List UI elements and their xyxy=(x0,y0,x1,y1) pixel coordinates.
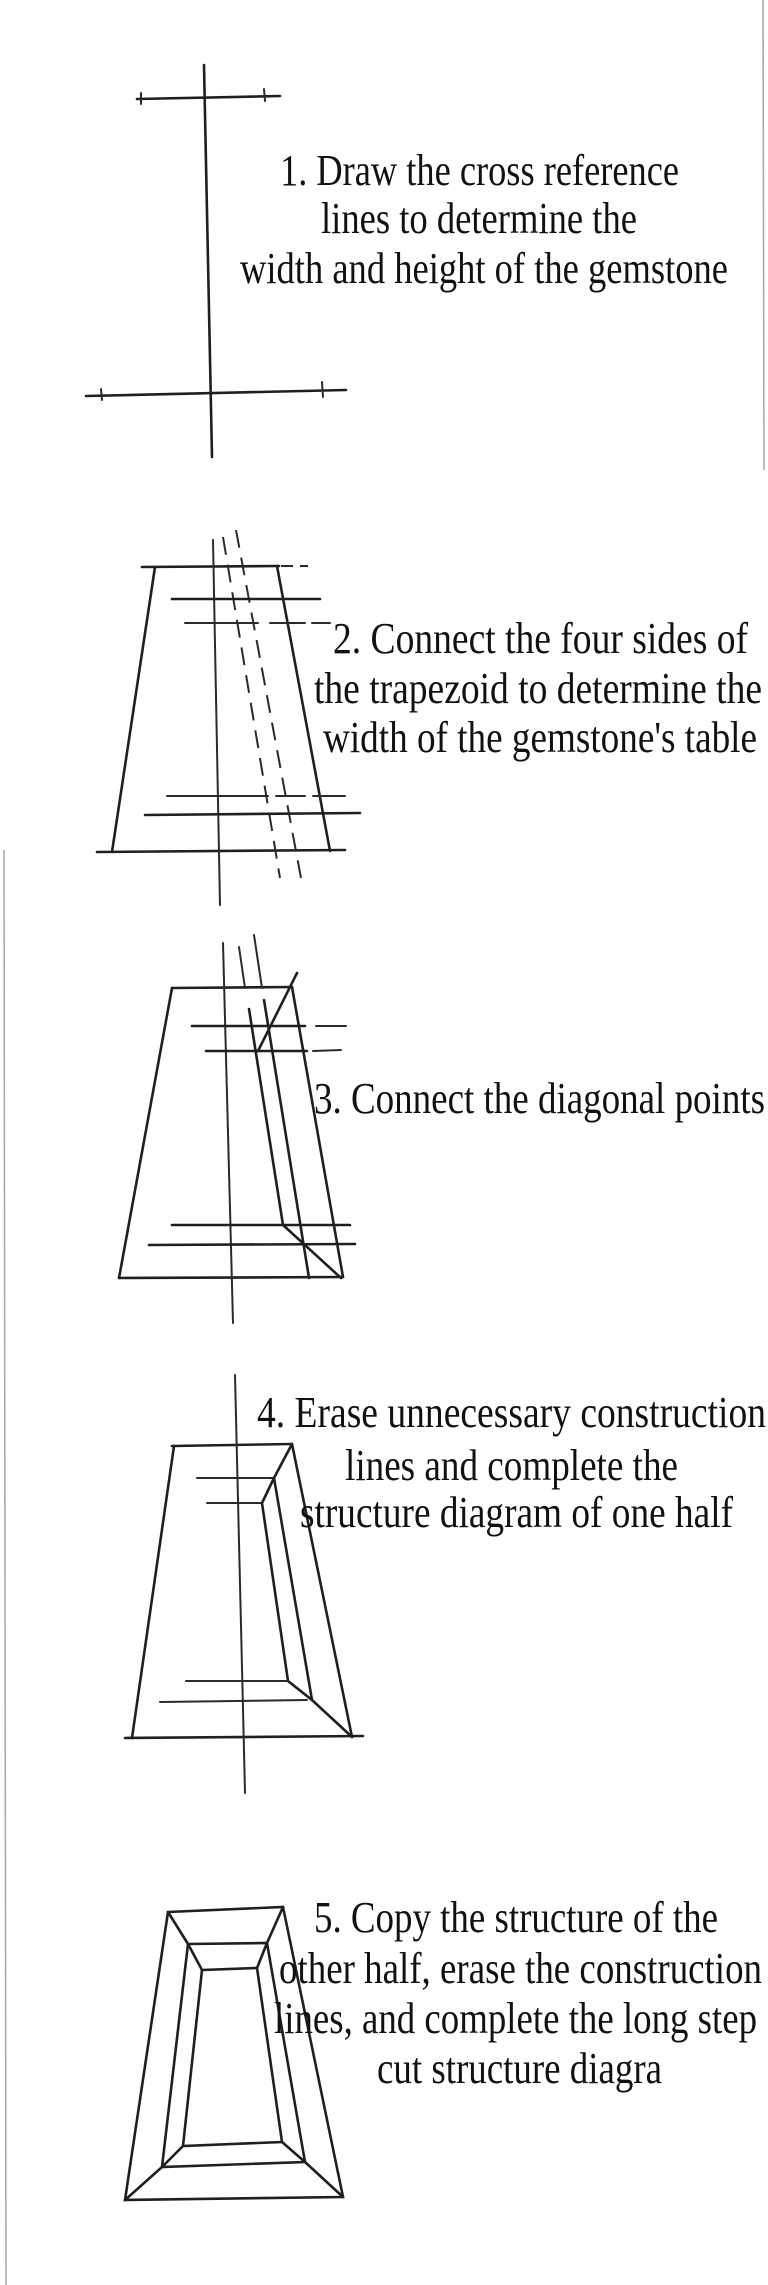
step-3-caption-line-1: 3. Connect the diagonal points xyxy=(314,1074,765,1123)
step-5-caption-line-1: 5. Copy the structure of the xyxy=(314,1893,718,1942)
step-4-caption: 4. Erase unnecessary construction lines … xyxy=(257,1388,766,1537)
step-2-caption-line-2: the trapezoid to determine the xyxy=(314,664,762,713)
step-1-caption-line-1: 1. Draw the cross reference xyxy=(280,146,679,195)
step-3-caption: 3. Connect the diagonal points xyxy=(314,1074,765,1123)
step-5-caption-line-4: cut structure diagra xyxy=(377,2044,662,2093)
step-4-caption-line-2: lines and complete the xyxy=(345,1441,678,1490)
step-1: 1. Draw the cross reference lines to det… xyxy=(84,63,728,459)
step-1-figure-cross-reference-lines xyxy=(84,63,348,459)
step-4-caption-line-1: 4. Erase unnecessary construction xyxy=(257,1388,766,1437)
step-2-caption-line-1: 2. Connect the four sides of xyxy=(333,614,748,663)
step-5-caption: 5. Copy the structure of the other half,… xyxy=(274,1893,762,2093)
step-5: 5. Copy the structure of the other half,… xyxy=(123,1893,762,2202)
step-3: 3. Connect the diagonal points xyxy=(117,934,765,1324)
page-border-right xyxy=(762,0,765,471)
step-1-caption-line-2: lines to determine the xyxy=(321,194,637,243)
step-1-caption-line-3: width and height of the gemstone xyxy=(240,244,728,293)
step-5-figure-long-step-cut xyxy=(123,1905,345,2202)
step-1-caption: 1. Draw the cross reference lines to det… xyxy=(240,146,728,293)
step-4: 4. Erase unnecessary construction lines … xyxy=(123,1374,766,1794)
step-3-figure-diagonals xyxy=(117,934,357,1324)
step-4-caption-line-3: structure diagram of one half xyxy=(300,1488,733,1537)
step-5-caption-line-2: other half, erase the construction xyxy=(279,1944,762,1993)
step-5-caption-line-3: lines, and complete the long step xyxy=(274,1994,757,2043)
step-2: 2. Connect the four sides of the trapezo… xyxy=(95,529,762,906)
step-4-figure-half-structure xyxy=(123,1374,365,1794)
step-2-caption: 2. Connect the four sides of the trapezo… xyxy=(314,614,762,762)
step-2-figure-trapezoid xyxy=(95,529,362,906)
page-border-left xyxy=(3,849,7,2285)
step-2-caption-line-3: width of the gemstone's table xyxy=(323,713,757,762)
